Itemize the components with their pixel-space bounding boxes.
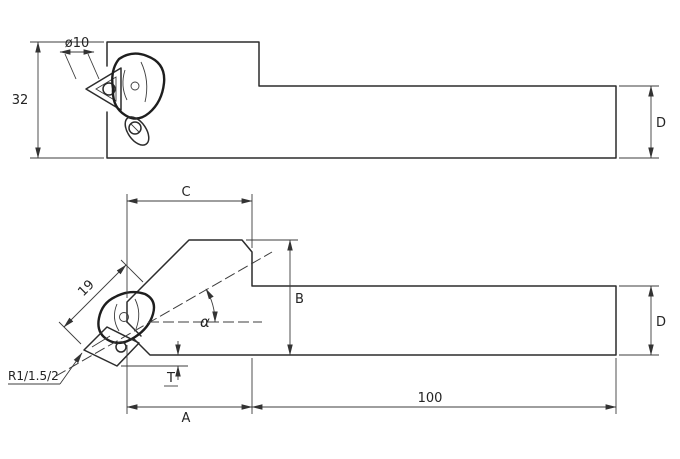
top-view-dimensions: 32 ø10 D [12, 36, 666, 159]
clamp-outline [111, 52, 166, 120]
extension-line [64, 53, 77, 80]
insert-inner-edge [91, 335, 111, 348]
extension-line [87, 53, 100, 80]
dim-label-body-height: 32 [12, 93, 29, 108]
side-view-insert-assembly [83, 290, 156, 367]
clamp-detail [134, 298, 140, 330]
extension-line [120, 259, 144, 283]
dim-label-tip-offset: T [166, 371, 175, 386]
clamp-detail [114, 303, 120, 332]
body-outline [126, 239, 617, 356]
insert-screw [102, 82, 116, 96]
slot-screw [128, 121, 142, 135]
dim-label-shank-height-top: D [656, 116, 666, 131]
angle-arc [205, 288, 218, 323]
extension-line [58, 321, 82, 345]
dim-label-shank-length: 100 [418, 391, 443, 406]
dim-label-nose-radius: R1/1.5/2 [8, 369, 59, 383]
top-view: 32 ø10 D [12, 36, 666, 159]
slot-outline [124, 116, 150, 146]
top-view-body [106, 41, 617, 159]
side-view: α C 19 B D A [8, 185, 666, 426]
dim-label-shank-height-side: D [656, 315, 666, 330]
dim-label-tool-angle: α [200, 313, 210, 331]
insert-outline [85, 67, 122, 111]
dimension-line [63, 264, 127, 328]
leader-line [59, 352, 83, 385]
clamp-screw-head [130, 81, 140, 91]
dim-label-head-top-length: C [181, 185, 190, 200]
body-outline [106, 41, 617, 159]
clamp-detail [140, 61, 148, 103]
lock-slot [124, 116, 150, 146]
slot-screw-slot [130, 123, 140, 133]
top-view-insert-assembly [85, 52, 166, 146]
side-view-body [126, 239, 617, 356]
dim-label-insert-circle: ø10 [65, 36, 90, 51]
dim-label-head-height: B [295, 292, 304, 307]
dim-label-head-bottom-length: A [182, 411, 191, 426]
insert-screw [115, 341, 127, 353]
insert-outline [83, 326, 140, 367]
side-view-centerlines: α [55, 251, 273, 377]
tool-axis-centerline [55, 251, 273, 377]
clamp-detail [122, 69, 128, 101]
side-view-dimensions: C 19 B D A 100 T [8, 185, 666, 426]
